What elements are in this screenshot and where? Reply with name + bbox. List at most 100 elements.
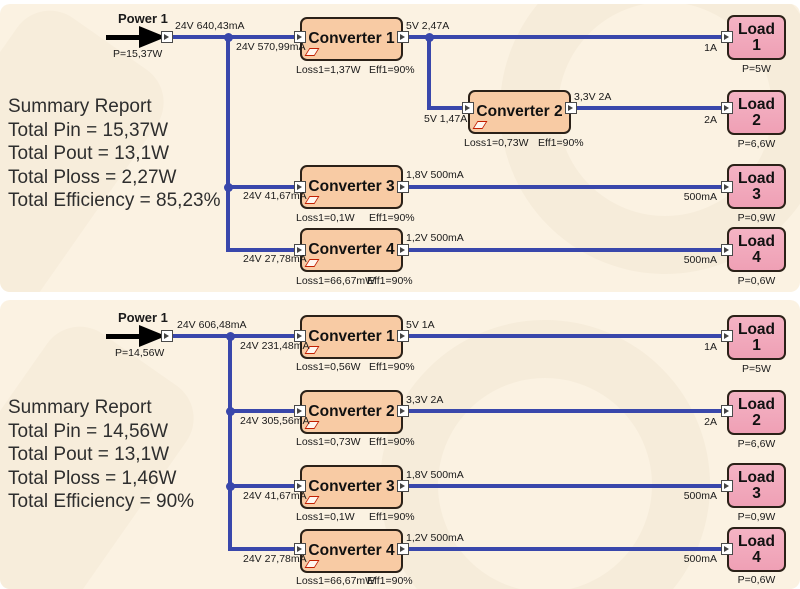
connector-icon[interactable]	[161, 31, 173, 43]
wire-junction-dot	[226, 407, 235, 416]
connector-icon[interactable]	[294, 405, 306, 417]
converter-output-label: 5V 1A	[406, 319, 435, 331]
connector-icon[interactable]	[721, 31, 733, 43]
connector-icon[interactable]	[397, 181, 409, 193]
load-box[interactable]: Load 3	[727, 164, 786, 209]
load-number: 2	[752, 411, 761, 429]
connector-icon[interactable]	[294, 31, 306, 43]
summary-efficiency: Total Efficiency = 90%	[8, 491, 195, 512]
converter-box[interactable]: Converter 2	[300, 390, 403, 434]
converter-box[interactable]: Converter 3	[300, 465, 403, 509]
wire	[400, 35, 725, 39]
converter-box[interactable]: Converter 2	[468, 90, 571, 134]
load-power-label: P=0,6W	[737, 574, 776, 586]
converter-title: Converter 1	[308, 328, 395, 345]
connector-icon[interactable]	[721, 244, 733, 256]
connector-icon[interactable]	[565, 102, 577, 114]
connector-icon[interactable]	[397, 405, 409, 417]
converter-loss-label: Loss1=0,73W	[464, 137, 529, 149]
connector-icon[interactable]	[721, 480, 733, 492]
connector-icon[interactable]	[721, 181, 733, 193]
source-power-label: P=15,37W	[113, 48, 163, 60]
converter-box[interactable]: Converter 4	[300, 529, 403, 573]
converter-box[interactable]: Converter 4	[300, 228, 403, 272]
loop-icon	[304, 196, 320, 204]
load-number: 2	[752, 111, 761, 129]
connector-icon[interactable]	[294, 181, 306, 193]
source-power-label: P=14,56W	[115, 347, 165, 359]
connector-icon[interactable]	[397, 330, 409, 342]
load-number: 3	[752, 185, 761, 203]
load-number: 1	[752, 336, 761, 354]
load-current-label: 500mA	[683, 254, 717, 266]
converter-eff-label: Eff1=90%	[369, 436, 415, 448]
wire	[226, 185, 302, 189]
power-arrow-icon[interactable]	[106, 26, 166, 48]
load-power-label: P=6,6W	[737, 438, 776, 450]
wire	[173, 35, 303, 39]
connector-icon[interactable]	[721, 330, 733, 342]
summary-title: Summary Report	[8, 96, 152, 117]
converter-input-label: 24V 305,56mA	[240, 415, 310, 427]
converter-output-label: 1,8V 500mA	[406, 169, 464, 181]
connector-icon[interactable]	[397, 480, 409, 492]
connector-icon[interactable]	[397, 543, 409, 555]
converter-loss-label: Loss1=0,56W	[296, 361, 361, 373]
load-box[interactable]: Load 1	[727, 315, 786, 360]
load-current-label: 1A	[704, 341, 717, 353]
connector-icon[interactable]	[397, 31, 409, 43]
connector-icon[interactable]	[294, 480, 306, 492]
load-box[interactable]: Load 4	[727, 227, 786, 272]
summary-title: Summary Report	[8, 397, 152, 418]
connector-icon[interactable]	[721, 405, 733, 417]
wire	[228, 484, 302, 488]
load-title: Load	[737, 232, 776, 250]
power-source-label: Power 1	[118, 11, 168, 26]
load-box[interactable]: Load 2	[727, 390, 786, 435]
connector-icon[interactable]	[721, 543, 733, 555]
load-power-label: P=6,6W	[737, 138, 776, 150]
wire	[400, 334, 725, 338]
load-title: Load	[737, 395, 776, 413]
converter-box[interactable]: Converter 1	[300, 17, 403, 61]
converter-output-label: 5V 2,47A	[406, 20, 450, 32]
converter-loss-label: Loss1=0,73W	[296, 436, 361, 448]
converter-input-label: 24V 231,48mA	[240, 340, 310, 352]
summary-ploss: Total Ploss = 2,27W	[8, 166, 177, 188]
summary-pout: Total Pout = 13,1W	[8, 444, 170, 465]
power-arrow-icon[interactable]	[106, 325, 166, 347]
converter-eff-label: Eff1=90%	[367, 275, 413, 287]
load-box[interactable]: Load 4	[727, 527, 786, 572]
load-box[interactable]: Load 2	[727, 90, 786, 135]
load-box[interactable]: Load 1	[727, 15, 786, 60]
load-box[interactable]: Load 3	[727, 463, 786, 508]
converter-title: Converter 2	[476, 103, 563, 120]
connector-icon[interactable]	[721, 102, 733, 114]
load-current-label: 500mA	[683, 553, 717, 565]
wire-junction-dot	[226, 332, 235, 341]
converter-title: Converter 2	[308, 403, 395, 420]
connector-icon[interactable]	[294, 543, 306, 555]
converter-input-label: 24V 41,67mA	[243, 490, 307, 502]
wire	[228, 334, 232, 551]
connector-icon[interactable]	[397, 244, 409, 256]
loop-icon	[304, 259, 320, 267]
load-title: Load	[737, 320, 776, 338]
converter-loss-label: Loss1=1,37W	[296, 64, 361, 76]
load-title: Load	[737, 468, 776, 486]
source-output-label: 24V 606,48mA	[177, 319, 247, 331]
wire	[427, 35, 431, 110]
wire	[226, 248, 302, 252]
load-title: Load	[737, 532, 776, 550]
connector-icon[interactable]	[294, 244, 306, 256]
connector-icon[interactable]	[294, 330, 306, 342]
converter-input-label: 24V 27,78mA	[243, 553, 307, 565]
converter-output-label: 1,2V 500mA	[406, 232, 464, 244]
connector-icon[interactable]	[462, 102, 474, 114]
source-output-label: 24V 640,43mA	[175, 20, 245, 32]
converter-box[interactable]: Converter 3	[300, 165, 403, 209]
connector-icon[interactable]	[161, 330, 173, 342]
wire	[228, 547, 302, 551]
converter-box[interactable]: Converter 1	[300, 315, 403, 359]
